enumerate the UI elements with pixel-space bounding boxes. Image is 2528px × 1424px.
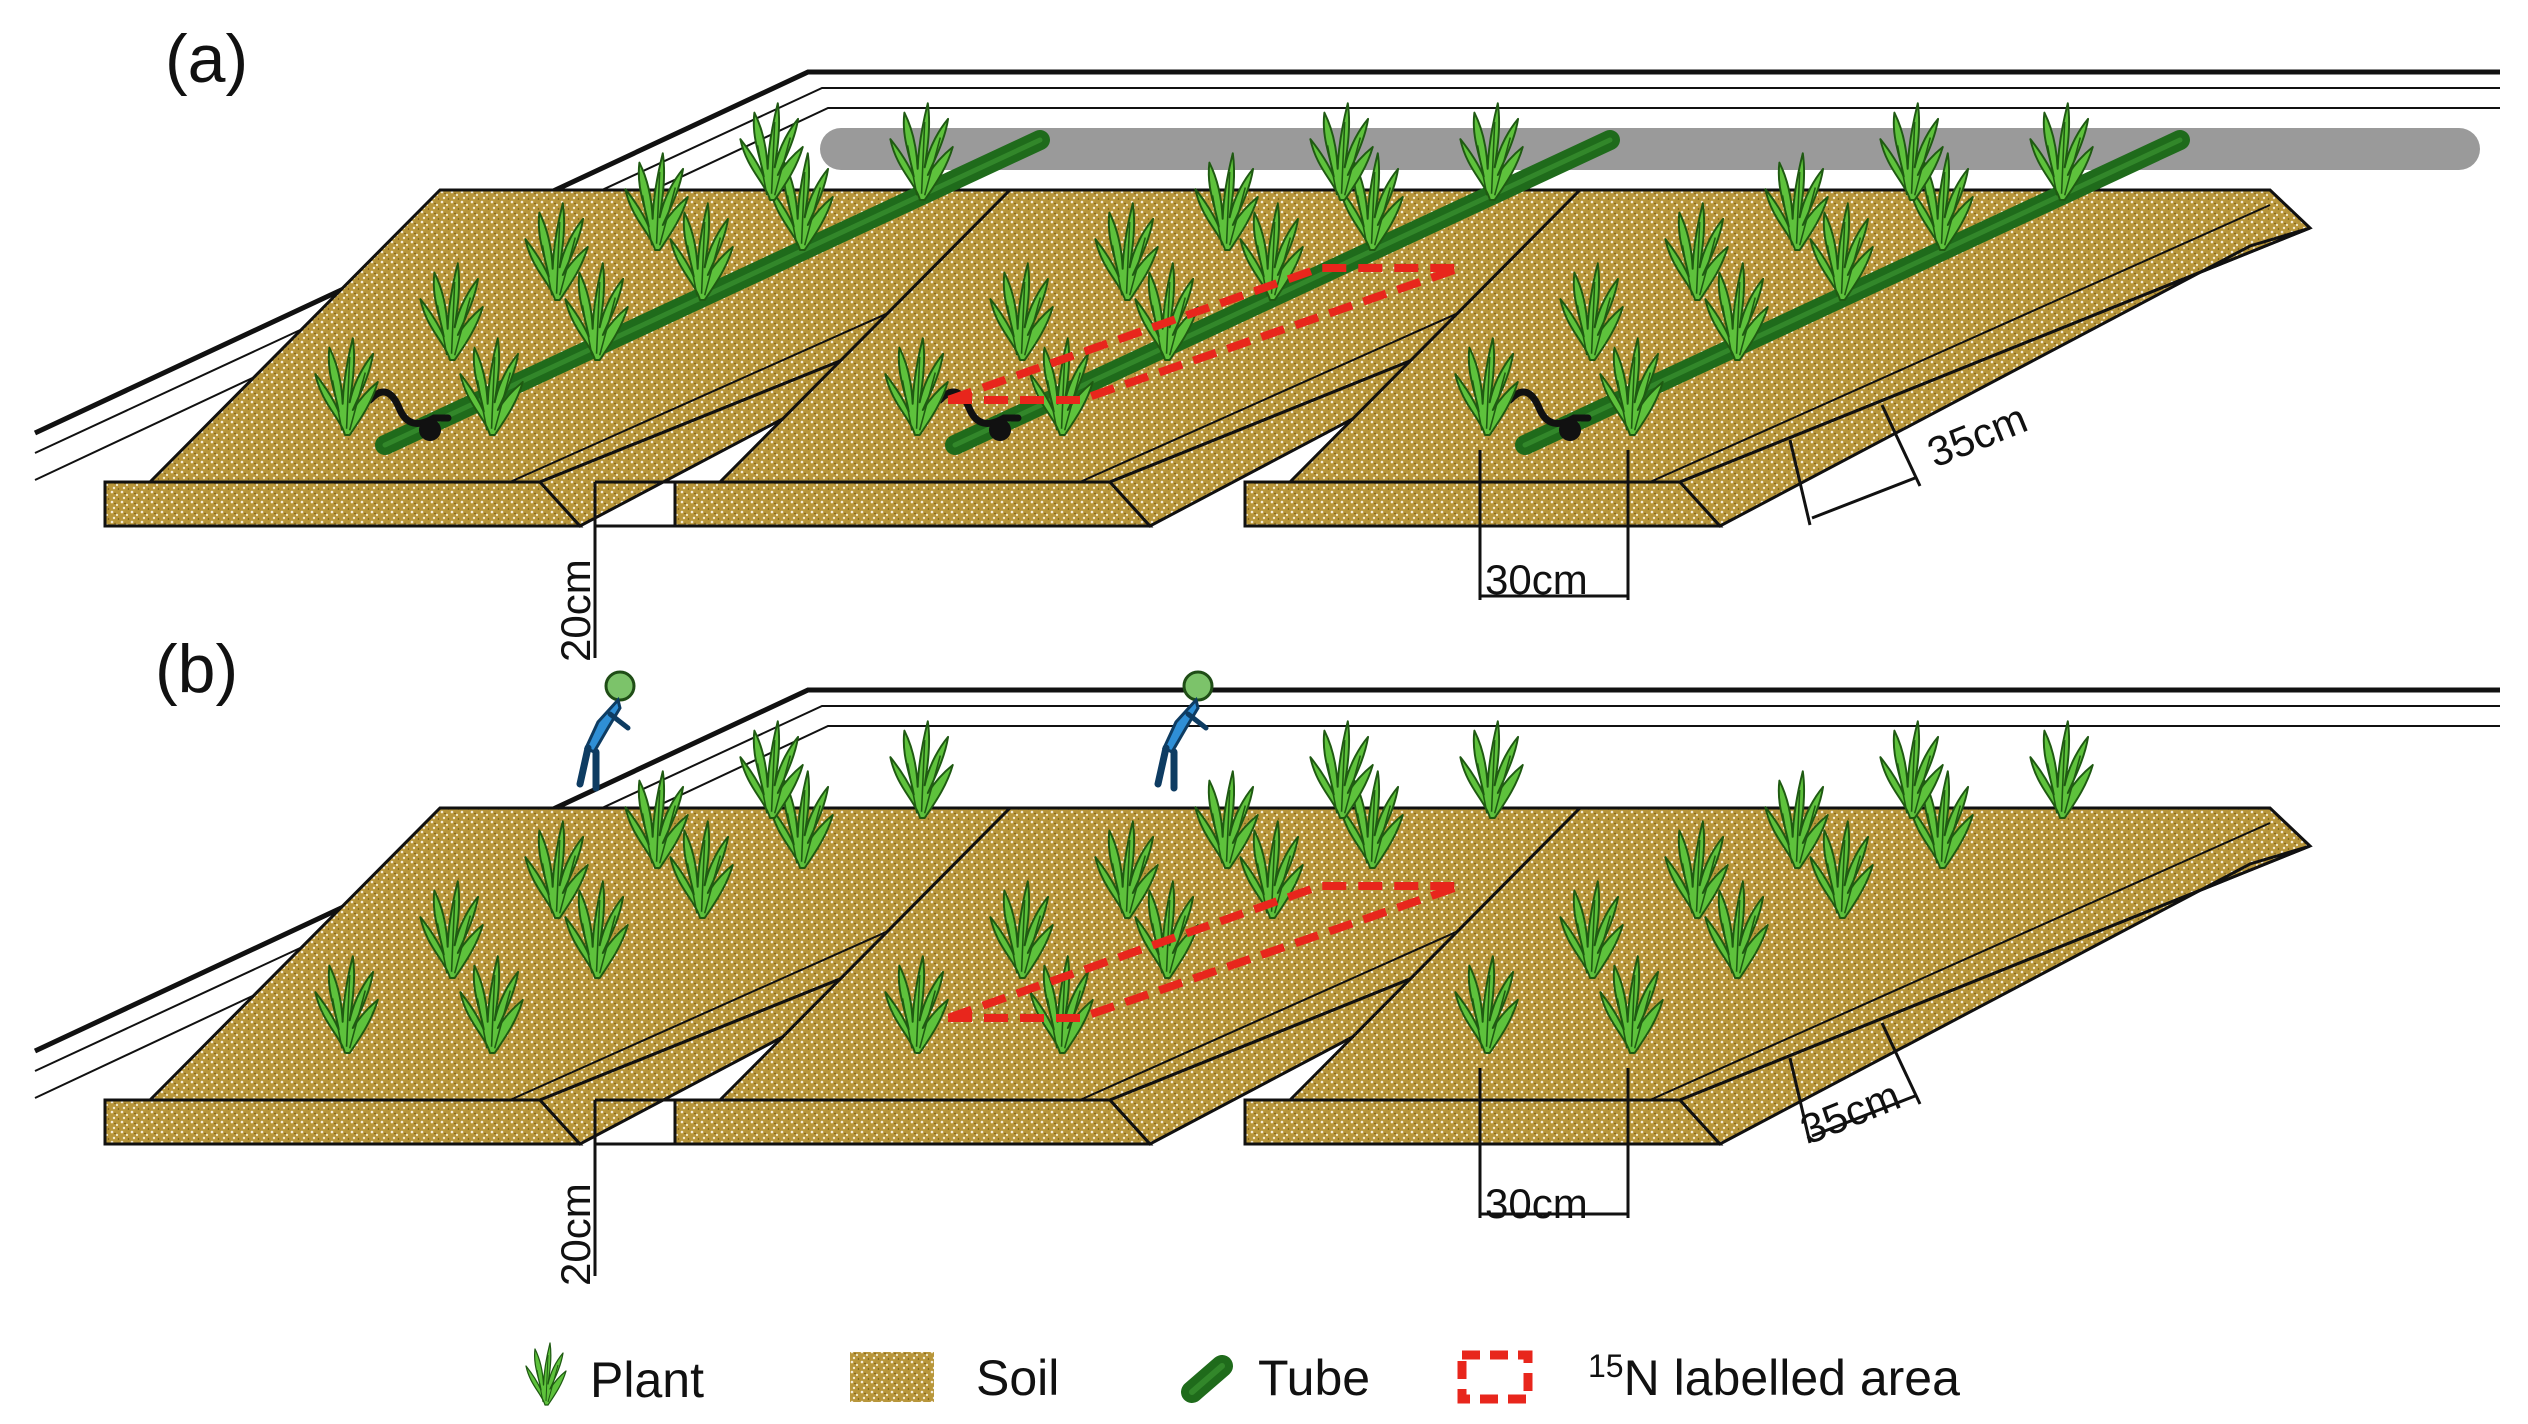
soil-bed-3 (1243, 102, 2313, 528)
legend-labelled-text: 15N labelled area (1588, 1348, 1960, 1406)
row-spacing-label-a: 30cm (1485, 556, 1588, 603)
legend-plant-label: Plant (590, 1352, 704, 1408)
legend-labelled-label: N labelled area (1624, 1350, 1961, 1406)
dimension-lines (593, 404, 1922, 658)
legend-labelled-swatch (1457, 1350, 1533, 1404)
person-icon (1154, 670, 1214, 792)
row-spacing-label-b: 30cm (1485, 1180, 1588, 1227)
wall-inner-line (34, 87, 2500, 454)
panel-b-label: (b) (155, 631, 238, 707)
soil-bed-1 (103, 102, 1173, 528)
legend-soil-label: Soil (976, 1350, 1059, 1406)
soil-bed-3 (1154, 670, 2313, 1146)
furrow-depth-label-a: 20cm (552, 559, 599, 662)
plant-bed2-back-2 (1459, 720, 1524, 819)
legend-soil-swatch (850, 1352, 934, 1402)
legend-tube-label: Tube (1258, 1350, 1370, 1406)
legend-labelled-superscript: 15 (1588, 1348, 1624, 1384)
legend: Plant Soil Tube 15N labelled area (525, 1342, 1960, 1408)
wall-outer-line (33, 687, 2500, 1054)
furrow-depth-label-b: 20cm (552, 1183, 599, 1286)
dimension-lines (593, 1022, 1922, 1276)
wall-outer-line (33, 69, 2500, 436)
legend-tube-icon (1181, 1355, 1233, 1403)
panel-a (33, 69, 2500, 658)
person-icon (576, 670, 636, 792)
panel-b (33, 670, 2500, 1276)
plant-bed3-back-2 (2029, 720, 2094, 819)
legend-plant-icon (525, 1342, 567, 1406)
wall-shadow (820, 128, 2480, 170)
plant-bed1-back-2 (889, 720, 954, 819)
panel-a-label: (a) (165, 21, 248, 97)
n15-labelled-area (946, 264, 1462, 404)
n15-labelled-area (946, 882, 1462, 1022)
wall-inner-line (34, 705, 2500, 1072)
